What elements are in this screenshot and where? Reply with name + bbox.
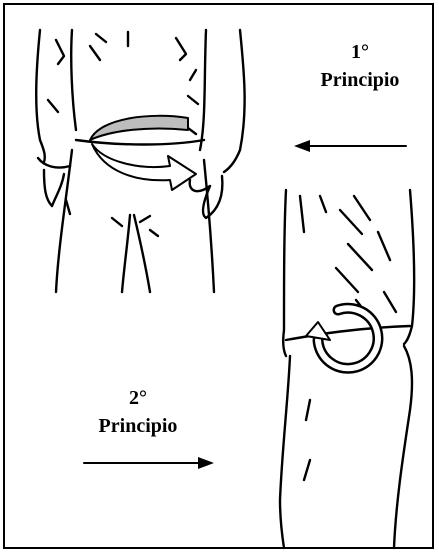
first-principle-number: 1° — [330, 40, 390, 64]
second-principle-label: Principio — [78, 414, 198, 438]
trunk-figure — [36, 30, 244, 292]
arrow-left-icon — [294, 140, 406, 152]
circular-arrow — [306, 308, 378, 368]
rotation-band-arrow — [90, 116, 188, 140]
first-principle-label: Principio — [300, 68, 420, 92]
second-principle-number: 2° — [108, 386, 168, 410]
arrow-right-icon — [84, 457, 214, 469]
rotation-white-arrow — [92, 144, 196, 190]
